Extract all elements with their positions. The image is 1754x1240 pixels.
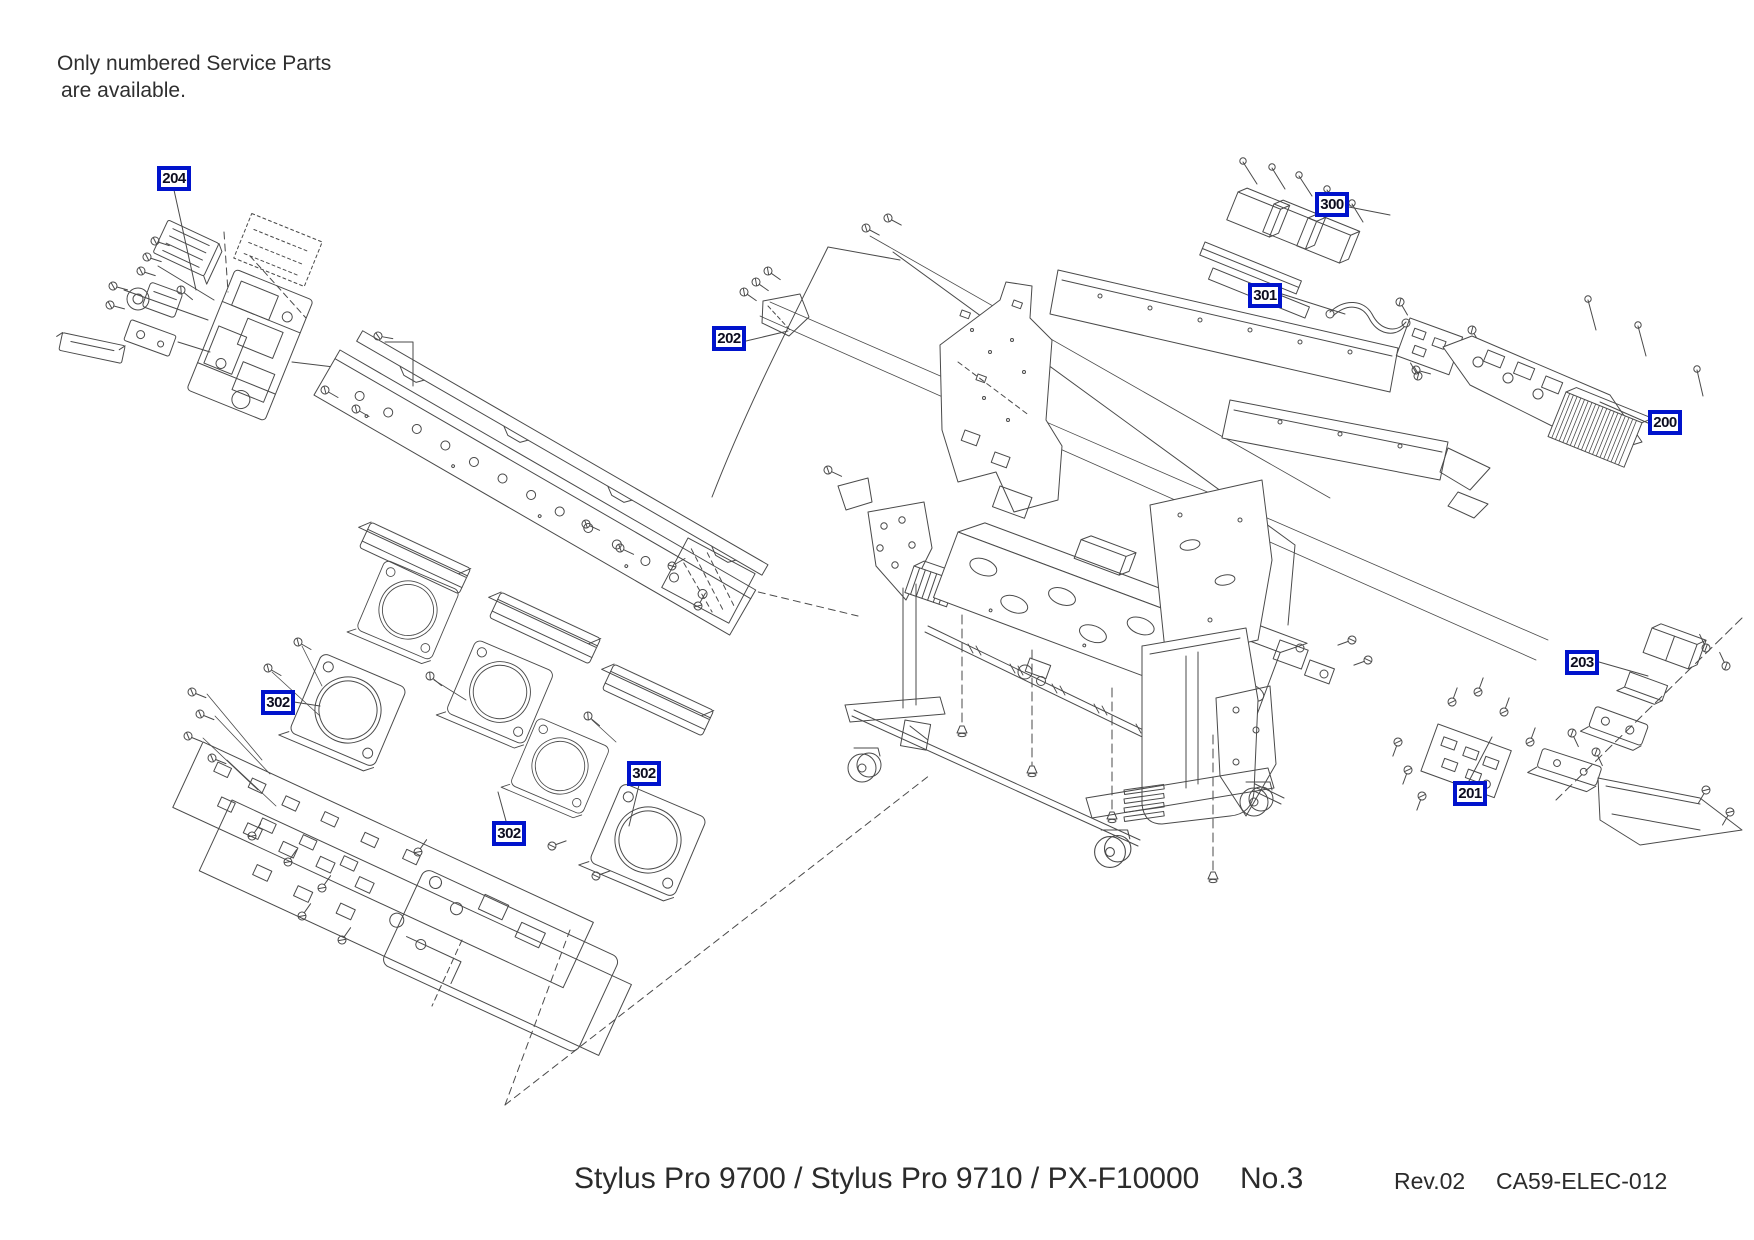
- footer-sheet-number: No.3: [1240, 1162, 1304, 1195]
- footer-model-names: Stylus Pro 9700 / Stylus Pro 9710 / PX-F…: [574, 1162, 1200, 1195]
- carriage-assembly-cluster: [56, 213, 343, 421]
- service-note: Only numbered Service Parts are availabl…: [57, 50, 331, 104]
- part-label-302[interactable]: 302: [492, 821, 526, 846]
- footer-document-code: CA59-ELEC-012: [1496, 1168, 1668, 1194]
- part-label-201[interactable]: 201: [1453, 781, 1487, 806]
- part-label-200[interactable]: 200: [1648, 410, 1682, 435]
- part-label-203[interactable]: 203: [1565, 650, 1599, 675]
- main-rail: [313, 330, 769, 636]
- printer-chassis: [822, 281, 1374, 884]
- service-note-line1: Only numbered Service Parts: [57, 52, 332, 75]
- top-panel-and-cable-301: [1049, 269, 1486, 393]
- part-label-301[interactable]: 301: [1248, 283, 1282, 308]
- part-label-204[interactable]: 204: [157, 166, 191, 191]
- part-label-302[interactable]: 302: [627, 761, 661, 786]
- part-label-300[interactable]: 300: [1315, 192, 1349, 217]
- label-leader-lines: [173, 189, 1649, 827]
- footer-revision: Rev.02: [1394, 1168, 1466, 1194]
- small-board-201: [1388, 676, 1743, 846]
- cooling-fan-cluster: [262, 517, 715, 905]
- sensor-plate-202: [737, 264, 810, 337]
- adjuster-feet: [956, 614, 1219, 884]
- part-label-202[interactable]: 202: [712, 326, 746, 351]
- power-board-assembly: [172, 686, 931, 1106]
- part-label-302[interactable]: 302: [261, 690, 295, 715]
- main-board-200: [1221, 295, 1704, 519]
- plate-chain-203: [1527, 617, 1743, 801]
- service-note-line2: are available.: [61, 79, 186, 102]
